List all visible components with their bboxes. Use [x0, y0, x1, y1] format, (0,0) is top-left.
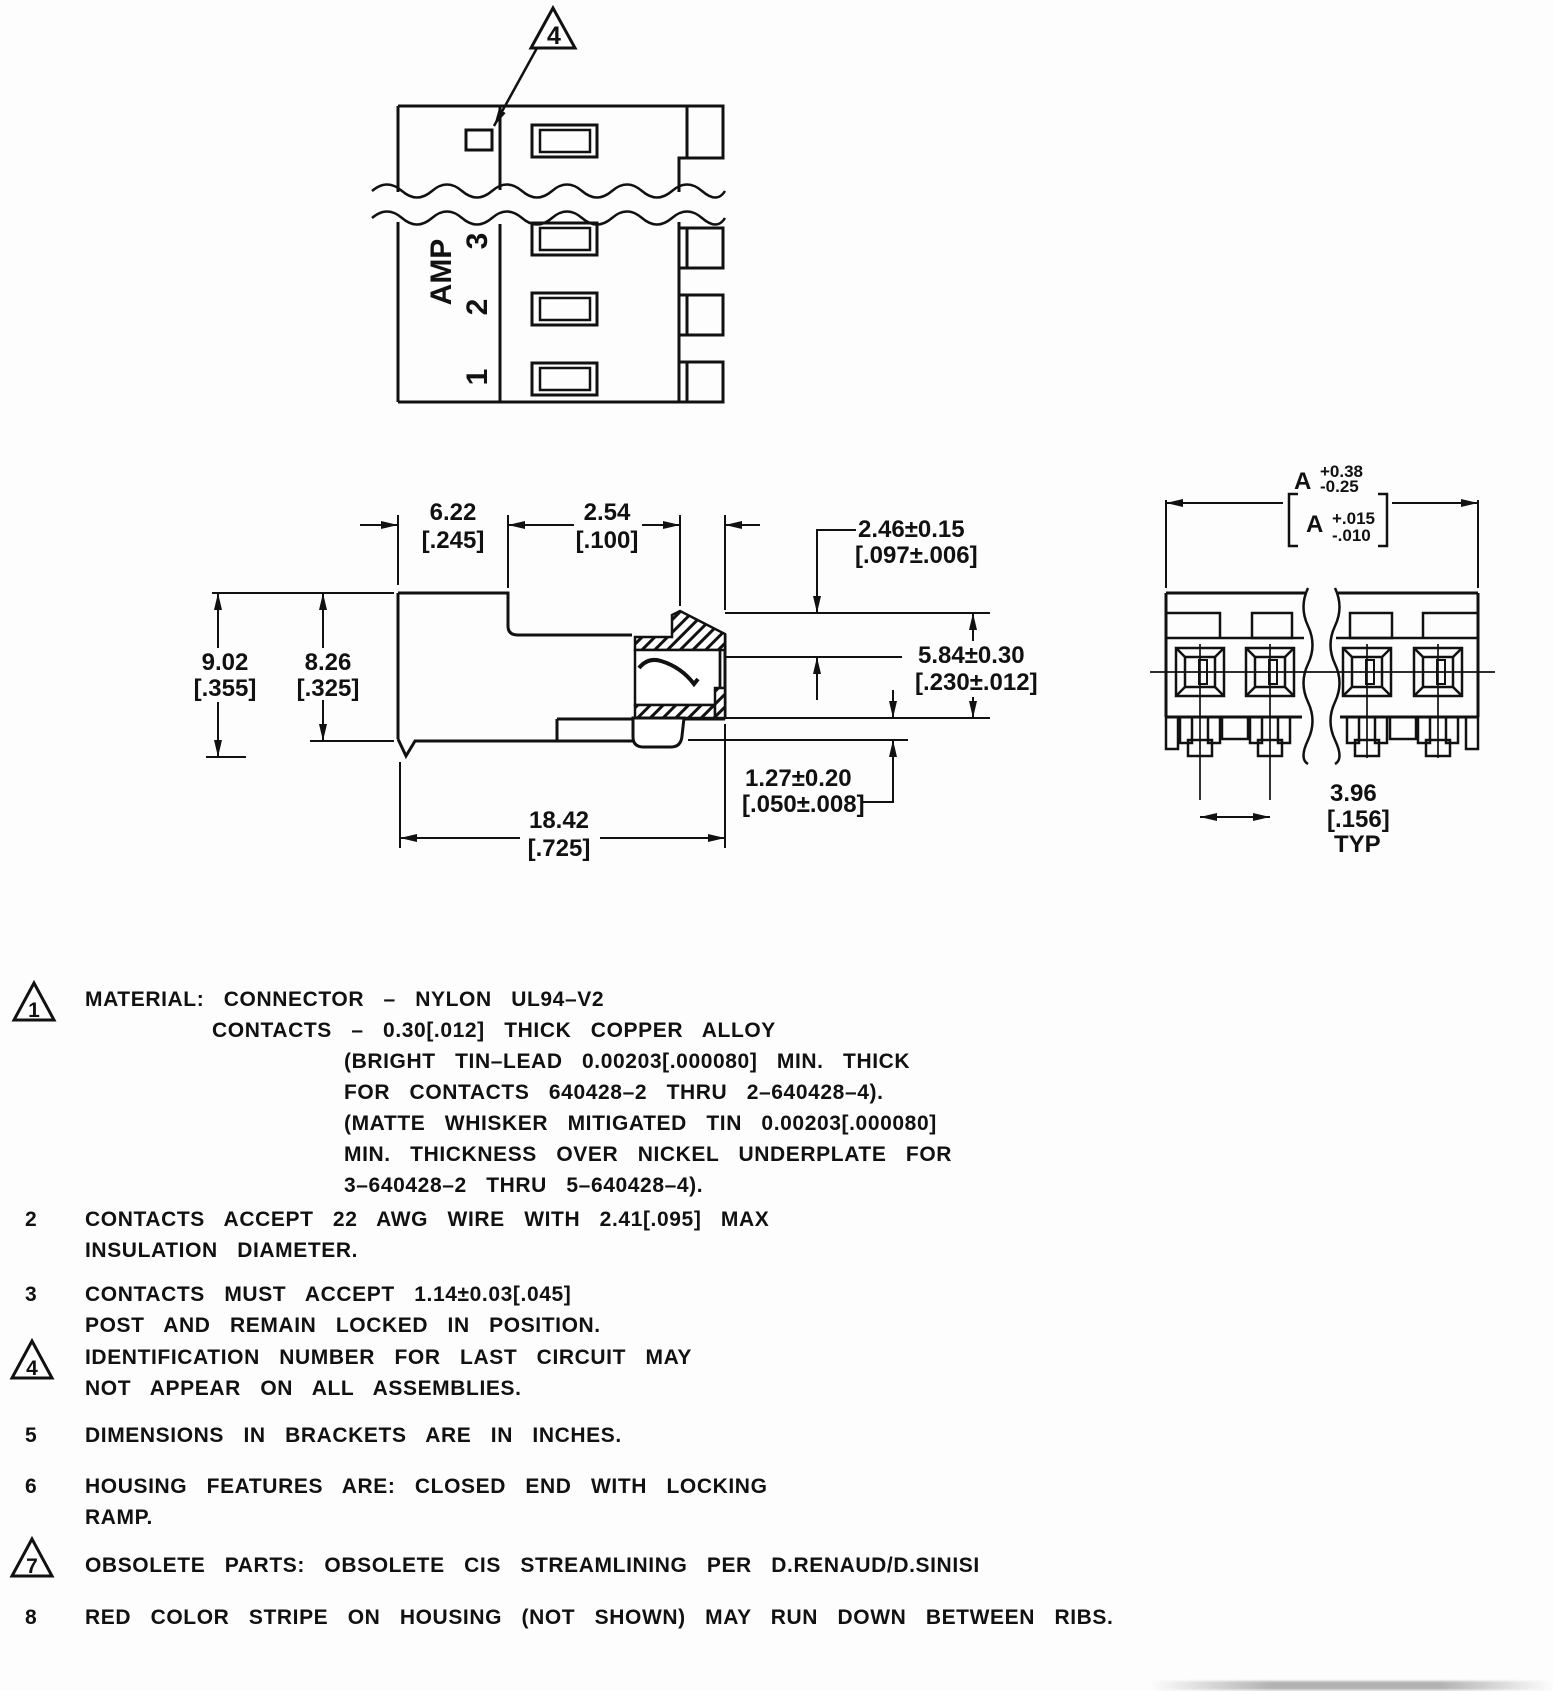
dim-pitch-mm: 3.96 — [1330, 780, 1377, 807]
dim-6-22-mm: 6.22 — [430, 499, 477, 526]
top-view-labels: AMP 3 2 1 — [425, 233, 494, 386]
break-line-left — [1302, 587, 1314, 766]
circuit-1-label: 1 — [461, 369, 494, 386]
top-view — [371, 104, 727, 404]
note-1-line-6: MIN. THICKNESS OVER NICKEL UNDERPLATE FO… — [344, 1143, 953, 1166]
flag-4-number: 4 — [547, 22, 561, 50]
note-6-line-1: HOUSING FEATURES ARE: CLOSED END WITH LO… — [85, 1475, 768, 1498]
note-3-line-2: POST AND REMAIN LOCKED IN POSITION. — [85, 1314, 601, 1337]
note-5-line-1: DIMENSIONS IN BRACKETS ARE IN INCHES. — [85, 1424, 622, 1447]
dim-pitch-typ: TYP — [1334, 831, 1381, 858]
note-4-flag: 4 — [9, 1338, 55, 1380]
dim-a2-label: A — [1306, 511, 1323, 538]
front-view-dimensions — [1165, 492, 1479, 821]
flag-callout-4: 4 — [492, 4, 578, 127]
note-6-line-2: RAMP. — [85, 1506, 153, 1529]
front-view-dim-text: A +0.38 -0.25 A +.015 -.010 3.96 [.156] … — [1294, 462, 1390, 858]
note-4-line-2: NOT APPEAR ON ALL ASSEMBLIES. — [85, 1377, 522, 1400]
note-1-line-2: CONTACTS – 0.30[.012] THICK COPPER ALLOY — [212, 1019, 776, 1042]
note-7-line-1: OBSOLETE PARTS: OBSOLETE CIS STREAMLININ… — [85, 1554, 980, 1577]
dim-1-27-mm: 1.27±0.20 — [745, 765, 852, 792]
note-1-line-7: 3–640428–2 THRU 5–640428–4). — [344, 1174, 704, 1197]
dim-a-label: A — [1294, 468, 1311, 495]
note-8-line-1: RED COLOR STRIPE ON HOUSING (NOT SHOWN) … — [85, 1606, 1114, 1629]
leader-line — [492, 47, 539, 127]
dim-1-27-in: [.050±.008] — [742, 791, 865, 818]
note-2-number: 2 — [25, 1208, 37, 1231]
dim-2-46-mm: 2.46±0.15 — [858, 516, 965, 543]
dim-9-02-in: [.355] — [194, 675, 257, 702]
note-5-number: 5 — [25, 1424, 37, 1447]
side-view-dim-text: 6.22 [.245] 2.54 [.100] 2.46±0.15 [.097±… — [194, 499, 1038, 862]
dim-9-02-mm: 9.02 — [202, 649, 249, 676]
dim-8-26-in: [.325] — [297, 675, 360, 702]
note-3-number: 3 — [25, 1283, 37, 1306]
dim-a-minus-mm: -0.25 — [1320, 477, 1359, 496]
dim-5-84-mm: 5.84±0.30 — [918, 642, 1025, 669]
note-3-line-1: CONTACTS MUST ACCEPT 1.14±0.03[.045] — [85, 1283, 572, 1306]
dim-2-54-in: [.100] — [576, 527, 639, 554]
note-7-flag: 7 — [9, 1536, 55, 1578]
dim-2-46-in: [.097±.006] — [855, 542, 978, 569]
brand-label: AMP — [425, 239, 458, 306]
note-6-number: 6 — [25, 1475, 37, 1498]
break-line-top — [371, 183, 727, 199]
note-8-number: 8 — [25, 1606, 37, 1629]
dim-6-22-in: [.245] — [422, 527, 485, 554]
note-4-line-1: IDENTIFICATION NUMBER FOR LAST CIRCUIT M… — [85, 1346, 693, 1369]
front-view — [1150, 587, 1495, 800]
circuit-2-label: 2 — [461, 299, 494, 316]
side-view — [396, 591, 727, 760]
circuit-3-label: 3 — [461, 233, 494, 250]
contact-section — [631, 609, 727, 749]
dim-pitch-in: [.156] — [1327, 806, 1390, 833]
side-view-dimensions — [206, 515, 990, 848]
note-2-line-2: INSULATION DIAMETER. — [85, 1239, 359, 1262]
id-number-pad — [464, 128, 494, 152]
break-line-bottom — [371, 210, 727, 226]
dim-2-54-mm: 2.54 — [584, 499, 631, 526]
dim-a-plus-in: +.015 — [1332, 509, 1375, 528]
note-2-line-1: CONTACTS ACCEPT 22 AWG WIRE WITH 2.41[.0… — [85, 1208, 770, 1231]
dim-5-84-in: [.230±.012] — [915, 669, 1038, 696]
dim-a-minus-in: -.010 — [1332, 526, 1371, 545]
drawing-canvas: AMP 3 2 1 4 — [194, 4, 1495, 862]
note-1-line-5: (MATTE WHISKER MITIGATED TIN 0.00203[.00… — [344, 1112, 937, 1135]
note-7-number: 7 — [26, 1555, 38, 1578]
dim-18-42-in: [.725] — [528, 835, 591, 862]
dim-a-plus-mm: +0.38 — [1320, 462, 1363, 481]
note-1-number: 1 — [28, 999, 40, 1022]
dim-18-42-mm: 18.42 — [529, 807, 589, 834]
dim-8-26-mm: 8.26 — [305, 649, 352, 676]
note-1-line-3: (BRIGHT TIN–LEAD 0.00203[.000080] MIN. T… — [344, 1050, 911, 1073]
note-1-line-1: MATERIAL: CONNECTOR – NYLON UL94–V2 — [85, 988, 605, 1011]
break-line-right — [1329, 587, 1341, 766]
note-4-number: 4 — [26, 1357, 38, 1380]
contact-feet — [1164, 715, 1480, 758]
note-1-flag: 1 — [11, 980, 57, 1022]
scan-artifact — [1150, 1681, 1553, 1690]
centerlines — [1150, 644, 1495, 800]
note-1-line-4: FOR CONTACTS 640428–2 THRU 2–640428–4). — [344, 1081, 884, 1104]
